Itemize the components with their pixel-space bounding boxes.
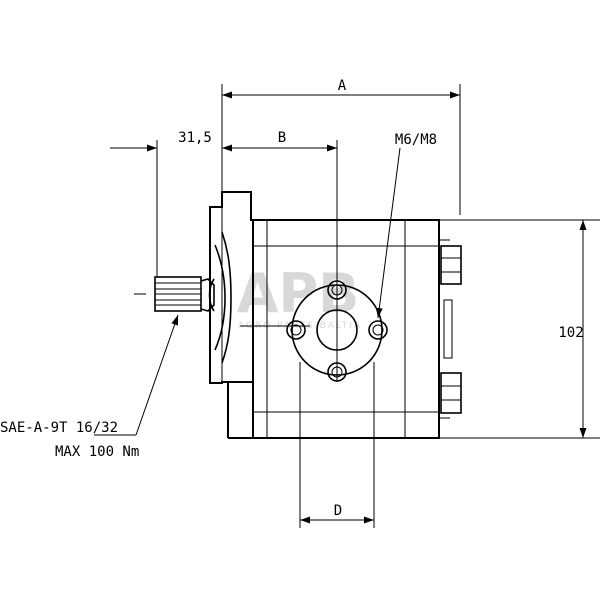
pump-body [228, 219, 600, 439]
watermark-logo: APB [237, 262, 360, 325]
dimension-height: 102 [558, 220, 587, 438]
thread-hole-right [368, 320, 388, 340]
shaft-spec-line2: MAX 100 Nm [55, 444, 139, 460]
shaft-spec-line1: SAE-A-9T 16/32 [0, 420, 118, 436]
rear-bolt-bottom [440, 372, 462, 414]
thread-callout: M6/M8 [375, 132, 437, 319]
dimension-d: D [299, 362, 375, 528]
dimension-shaft-offset-label: 31,5 [178, 130, 212, 146]
dimension-height-label: 102 [558, 325, 583, 341]
center-lines [134, 140, 338, 382]
splined-shaft [154, 276, 215, 312]
dimension-b-label: B [278, 130, 286, 146]
dimension-d-label: D [334, 503, 342, 519]
dimension-a: A [221, 78, 461, 215]
shaft-spec-callout: SAE-A-9T 16/32 MAX 100 Nm [0, 314, 179, 460]
rear-bolt-top [440, 245, 462, 285]
dimension-b: B [240, 130, 337, 152]
dimension-a-label: A [338, 78, 347, 94]
dimension-shaft-offset: 31,5 [110, 130, 240, 277]
thread-hole-left [286, 320, 306, 340]
thread-callout-label: M6/M8 [395, 132, 437, 148]
